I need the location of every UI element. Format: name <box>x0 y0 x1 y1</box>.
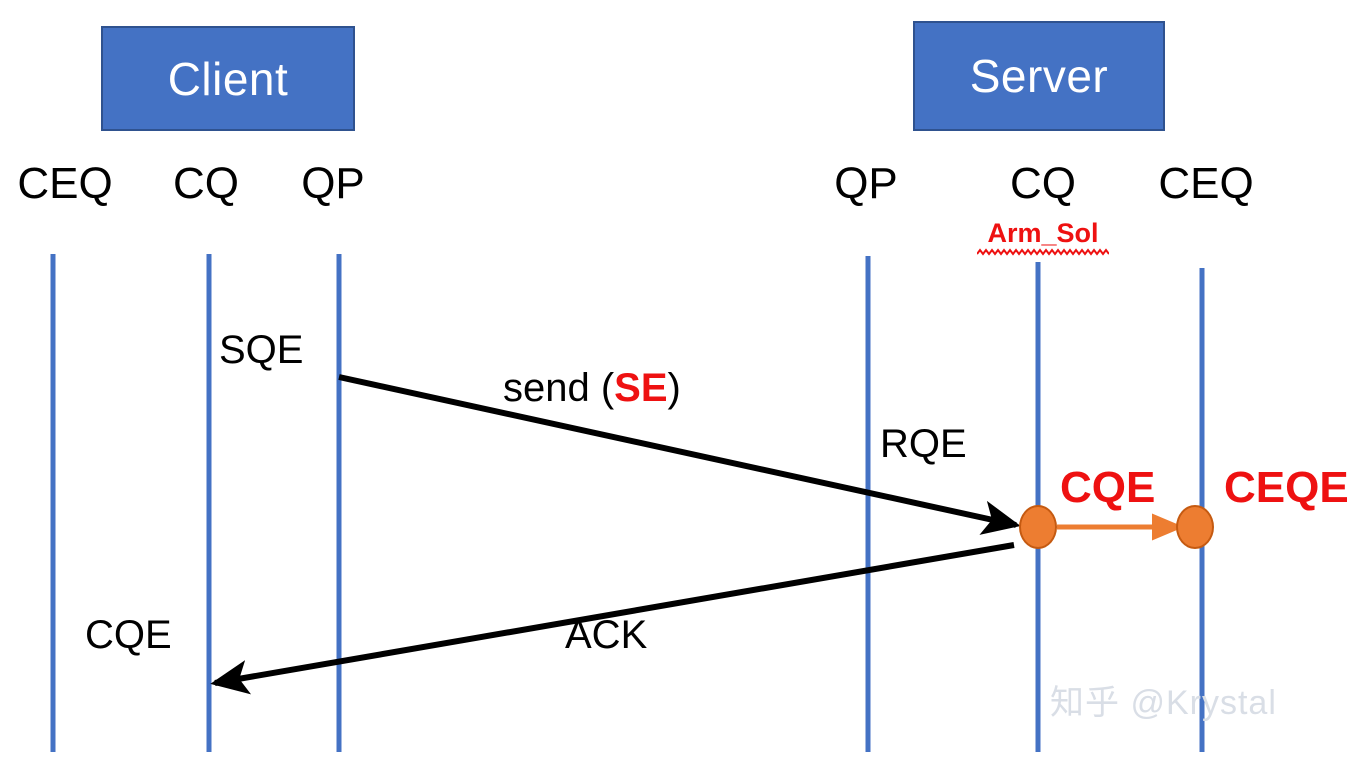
event-dot-server-cq <box>1019 505 1057 549</box>
lifeline-client-qp <box>336 254 342 752</box>
participant-label-server: Server <box>969 50 1109 102</box>
column-header-server-cq: CQ <box>1010 159 1076 208</box>
column-header-server-qp: QP <box>834 159 898 208</box>
column-header-server-ceq: CEQ <box>1158 159 1254 208</box>
label-send-message: send (SE) <box>503 368 681 408</box>
column-header-client-cq: CQ <box>173 159 239 208</box>
column-header-client-ceq: CEQ <box>17 159 113 208</box>
label-ceqe: CEQE <box>1224 463 1349 512</box>
lifeline-client-ceq <box>50 254 56 752</box>
column-header-client-qp: QP <box>301 159 365 208</box>
note-arm-sol: Arm_Sol <box>987 218 1099 248</box>
label-ack-message: ACK <box>565 613 648 657</box>
participant-box-server: Server <box>913 21 1165 131</box>
label-send-highlight-se: SE <box>614 366 668 410</box>
label-cqe-client: CQE <box>85 613 172 657</box>
participant-label-client: Client <box>167 52 289 105</box>
participant-box-client: Client <box>101 26 355 131</box>
lifeline-client-cq <box>206 254 212 752</box>
label-rqe: RQE <box>880 422 967 466</box>
label-send-suffix: ) <box>667 366 681 410</box>
spellcheck-squiggle-icon <box>977 248 1109 256</box>
event-dot-server-ceq <box>1176 505 1214 549</box>
label-sqe: SQE <box>219 328 304 372</box>
label-cqe-server: CQE <box>1060 463 1156 512</box>
watermark: 知乎 @Krystal <box>1050 684 1277 722</box>
lifeline-server-qp <box>865 256 871 752</box>
label-send-prefix: send ( <box>503 366 615 410</box>
